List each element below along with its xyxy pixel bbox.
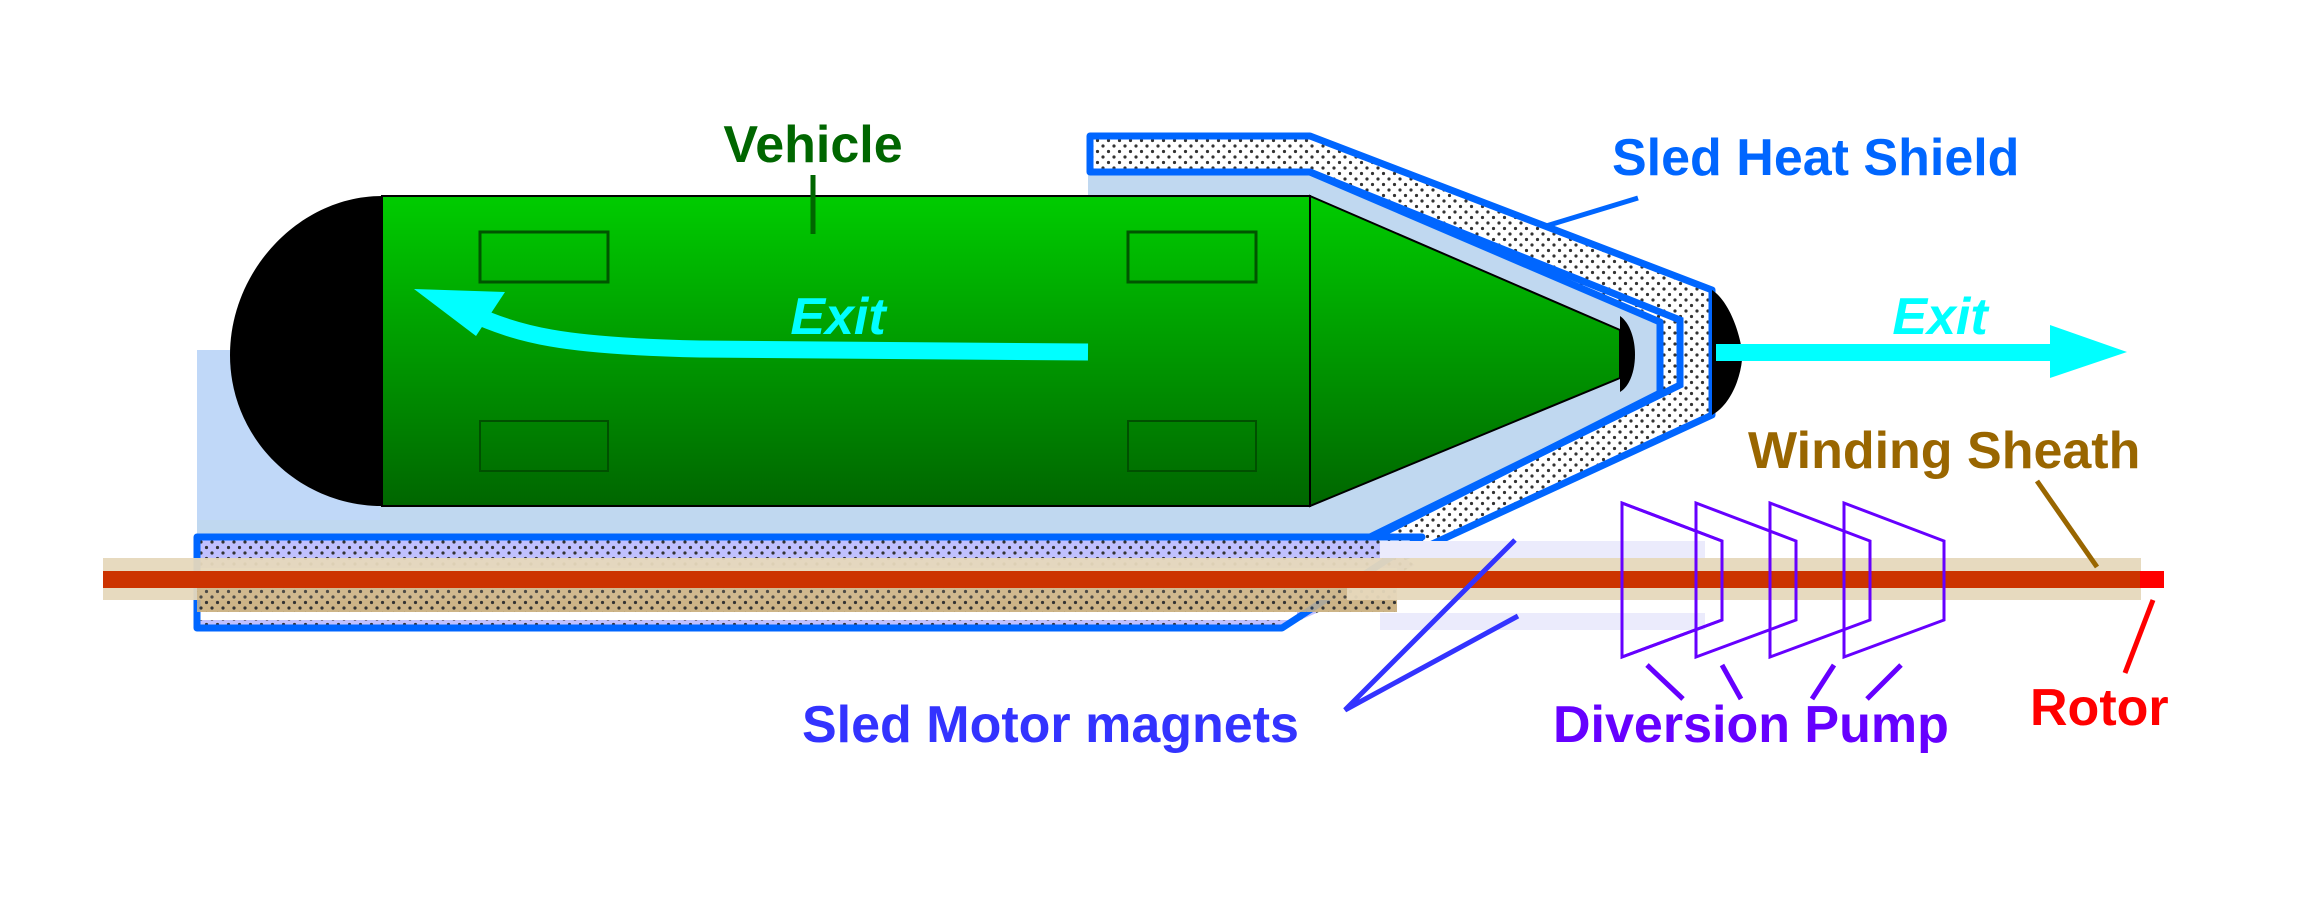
vehicle-rear-cap <box>230 196 382 506</box>
rotor-leader-line <box>2122 599 2156 674</box>
vehicle-nose-tip <box>1620 316 1635 392</box>
vehicle-window <box>1127 420 1257 472</box>
magnet-rail-lower <box>1380 613 1705 630</box>
vehicle-window <box>1126 230 1258 284</box>
rotor <box>103 571 2164 588</box>
vehicle-window <box>478 230 610 284</box>
pump-leader-lines <box>1645 663 1903 701</box>
exit-arrow-inner <box>414 289 1089 361</box>
vehicle-window <box>479 420 609 472</box>
magnet-rail-upper <box>1380 541 1705 558</box>
diversion-pump <box>1620 500 1724 660</box>
rotor-end <box>2140 571 2164 588</box>
exit-label-inner: Exit <box>790 288 888 346</box>
pump-stage <box>1694 500 1798 660</box>
pump-stage <box>1842 500 1946 660</box>
sled-heat-shield-label: Sled Heat Shield <box>1612 129 2019 187</box>
diversion-pump-label: Diversion Pump <box>1553 696 1949 754</box>
pump-stage <box>1768 500 1872 660</box>
winding-sheath-leader-line <box>2034 479 2100 569</box>
exit-arrow-outer <box>1716 325 2127 378</box>
winding-sheath-label: Winding Sheath <box>1748 422 2140 480</box>
sled-heat-shield <box>1086 132 1743 614</box>
vehicle-label: Vehicle <box>723 116 902 174</box>
heat-shield-leader-line <box>1545 195 1639 229</box>
rotor-label: Rotor <box>2030 679 2169 737</box>
exit-label-outer: Exit <box>1892 288 1990 346</box>
sled-motor-magnets-label: Sled Motor magnets <box>802 696 1299 754</box>
magnets-leader-line <box>1343 538 1520 713</box>
